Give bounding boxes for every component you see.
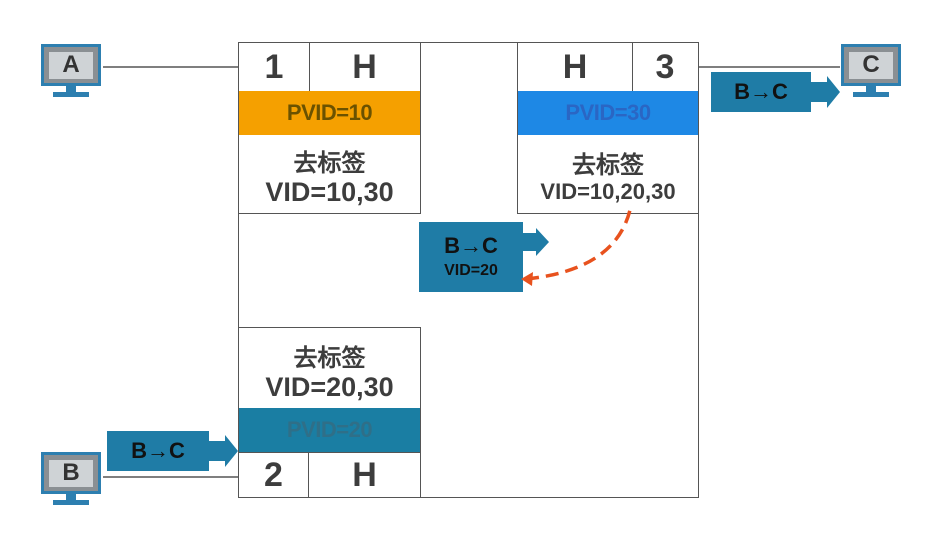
port-3-pvid: PVID=30: [518, 91, 698, 135]
packet-from-b-label: B→C: [131, 438, 185, 463]
port-3-vid-list: VID=10,20,30: [540, 179, 676, 204]
host-c-label: C: [849, 51, 893, 79]
packet-internal: B→C VID=20: [419, 222, 523, 292]
port-1-block: 1 H PVID=10 去标签 VID=10,30: [238, 42, 421, 214]
port-2-type: H: [309, 452, 420, 497]
port-2-pvid: PVID=20: [239, 408, 420, 452]
host-b-label: B: [49, 459, 93, 487]
packet-internal-vid: VID=20: [444, 262, 498, 279]
port-1-number: 1: [239, 43, 310, 91]
port-3-number: 3: [655, 47, 675, 86]
packet-to-c-label: B→C: [734, 79, 788, 104]
port-2-block: 去标签 VID=20,30 PVID=20 2 H: [238, 327, 421, 498]
port-1-pvid: PVID=10: [239, 91, 420, 135]
port-1-action: 去标签: [293, 149, 366, 177]
packet-to-c: B→C: [711, 72, 811, 112]
arrow-internal-icon: [523, 228, 549, 256]
port-2-vid-list: VID=20,30: [265, 372, 394, 402]
packet-from-b: B→C: [107, 431, 209, 471]
dashed-path-to-port3: [525, 209, 632, 281]
switch-body: [238, 42, 699, 498]
port-3-block: H 3 PVID=30 去标签 VID=10,20,30: [517, 42, 699, 214]
packet-internal-label: B→C: [444, 233, 498, 258]
monitor-icon: C: [841, 44, 901, 86]
port-2-number: 2: [239, 452, 309, 497]
port-1-type: H: [352, 47, 377, 86]
arrow-to-c-icon: [811, 76, 840, 108]
arrow-from-b-icon: [209, 435, 238, 467]
monitor-icon: B: [41, 452, 101, 494]
dashed-path-arrowhead-icon: [521, 272, 533, 286]
host-b: B: [41, 452, 101, 506]
port-1-vid-list: VID=10,30: [265, 177, 394, 207]
host-a-label: A: [49, 51, 93, 79]
monitor-icon: A: [41, 44, 101, 86]
port-3-type: H: [518, 43, 633, 91]
host-a: A: [41, 44, 101, 98]
port-3-action: 去标签: [572, 151, 644, 179]
host-c: C: [841, 44, 901, 98]
port-2-action: 去标签: [293, 344, 366, 372]
